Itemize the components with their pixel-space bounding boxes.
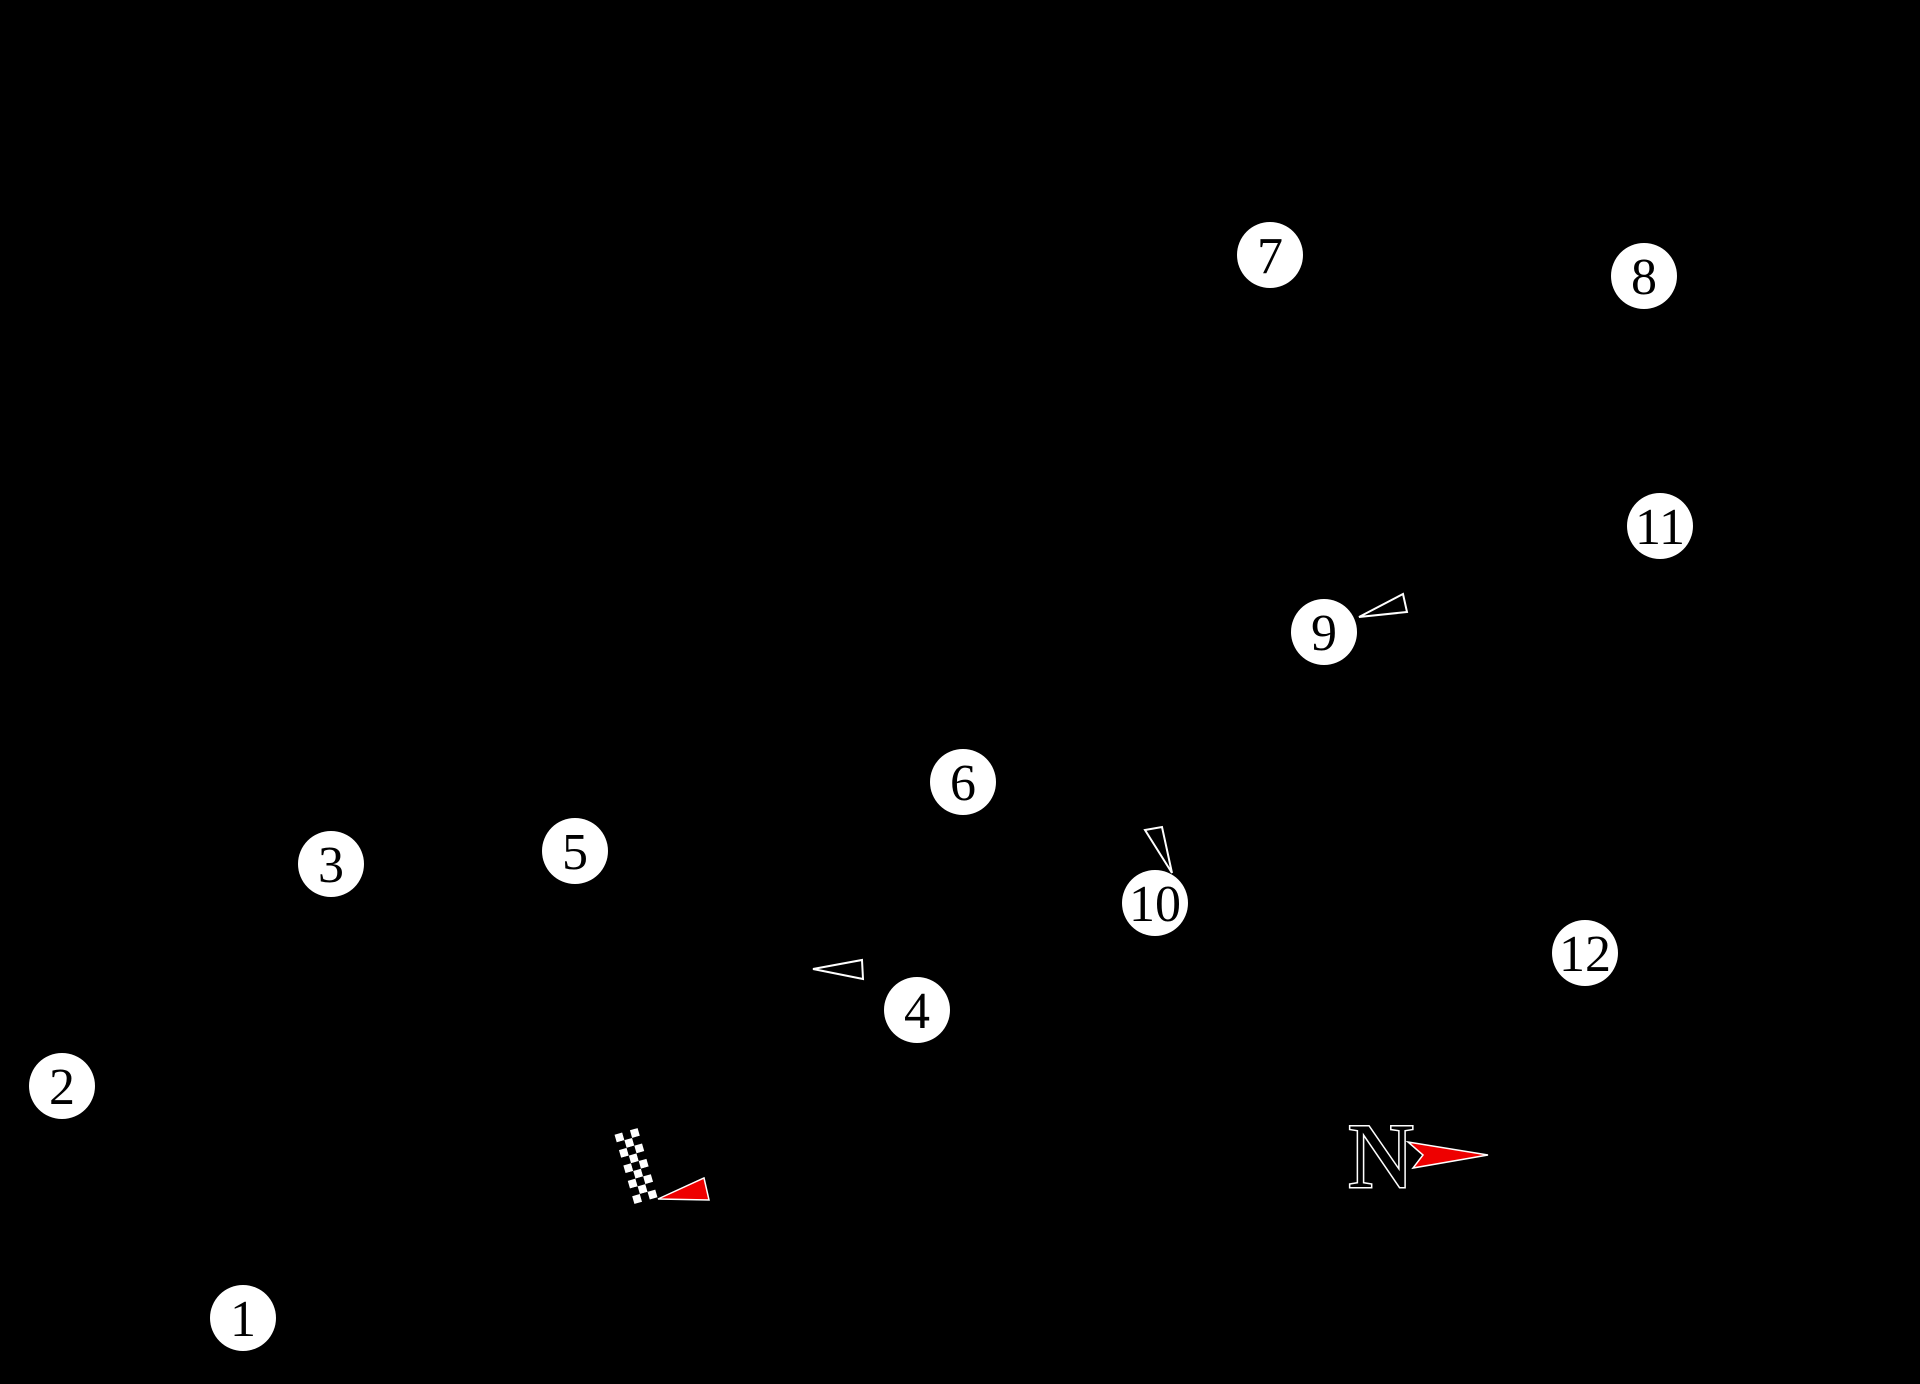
flag-square (629, 1128, 640, 1138)
turn-marker-number: 10 (1129, 876, 1181, 933)
turn-marker-number: 11 (1635, 499, 1685, 556)
turn-marker-circle (1237, 222, 1303, 288)
turn-marker-number: 9 (1311, 605, 1337, 662)
flag-square (639, 1191, 650, 1202)
race-direction-arrow (657, 1176, 710, 1201)
flag-square (621, 1155, 632, 1166)
flag-square (622, 1130, 633, 1141)
turn-marker-number: 12 (1559, 926, 1611, 983)
turn-marker-number: 6 (950, 755, 976, 812)
turn-marker-12: 12 (1552, 920, 1618, 986)
turn-marker-6: 6 (930, 749, 996, 815)
direction-arrows-group (812, 592, 1409, 981)
flag-square (635, 1176, 646, 1187)
turn-marker-8: 8 (1611, 243, 1677, 309)
turn-marker-4: 4 (884, 977, 950, 1043)
direction-arrow-near-turn-9 (1358, 592, 1409, 618)
flag-square (637, 1184, 648, 1195)
flag-square (638, 1158, 649, 1169)
turn-marker-number: 1 (230, 1291, 256, 1348)
flag-square (634, 1143, 645, 1154)
turn-marker-5: 5 (542, 818, 608, 884)
compass-north-letter: N (1348, 1105, 1414, 1207)
flag-square (636, 1151, 647, 1162)
flag-square (618, 1147, 629, 1158)
compass-group: N (1346, 1104, 1489, 1209)
turn-marker-3: 3 (298, 831, 364, 897)
turn-marker-7: 7 (1237, 222, 1303, 288)
flag-square (632, 1135, 643, 1146)
flag-square (632, 1194, 643, 1204)
turn-marker-circle (1627, 493, 1693, 559)
flag-square (624, 1137, 635, 1148)
compass-north-arrow (1405, 1140, 1489, 1170)
turn-marker-circle (210, 1285, 276, 1351)
turn-marker-2: 2 (29, 1053, 95, 1119)
turn-marker-circle (1291, 599, 1357, 665)
turn-marker-9: 9 (1291, 599, 1357, 665)
turn-marker-1: 1 (210, 1285, 276, 1351)
turn-marker-number: 8 (1631, 249, 1657, 306)
flag-square (626, 1145, 637, 1156)
turn-marker-circle (1122, 870, 1188, 936)
flag-square (614, 1132, 625, 1143)
turn-marker-number: 7 (1257, 228, 1283, 285)
flag-square (647, 1189, 658, 1200)
flag-square (616, 1140, 627, 1151)
turn-marker-number: 5 (562, 824, 588, 881)
turn-marker-circle (930, 749, 996, 815)
turn-marker-circle (298, 831, 364, 897)
direction-arrow-near-turn-4 (812, 958, 865, 981)
turn-marker-circle (542, 818, 608, 884)
flag-square (627, 1178, 638, 1189)
turn-marker-11: 11 (1627, 493, 1693, 559)
turn-marker-circle (29, 1053, 95, 1119)
direction-arrow-near-turn-10 (1143, 825, 1173, 874)
flag-square (640, 1166, 651, 1177)
start-finish-flag (614, 1128, 658, 1204)
flag-square (623, 1163, 634, 1174)
turn-marker-circle (884, 977, 950, 1043)
turn-marker-number: 2 (49, 1059, 75, 1116)
turn-marker-circle (1552, 920, 1618, 986)
flag-square (631, 1161, 641, 1171)
turn-marker-number: 4 (904, 983, 930, 1040)
flag-square (625, 1170, 636, 1181)
start-finish-group (614, 1128, 710, 1204)
turn-marker-circle (1611, 243, 1677, 309)
turn-marker-number: 3 (318, 837, 344, 894)
flag-square (629, 1186, 640, 1197)
turn-marker-10: 10 (1122, 870, 1188, 936)
flag-square (628, 1153, 639, 1164)
flag-square (633, 1168, 644, 1179)
flag-square (643, 1174, 654, 1185)
flag-square (645, 1181, 656, 1192)
